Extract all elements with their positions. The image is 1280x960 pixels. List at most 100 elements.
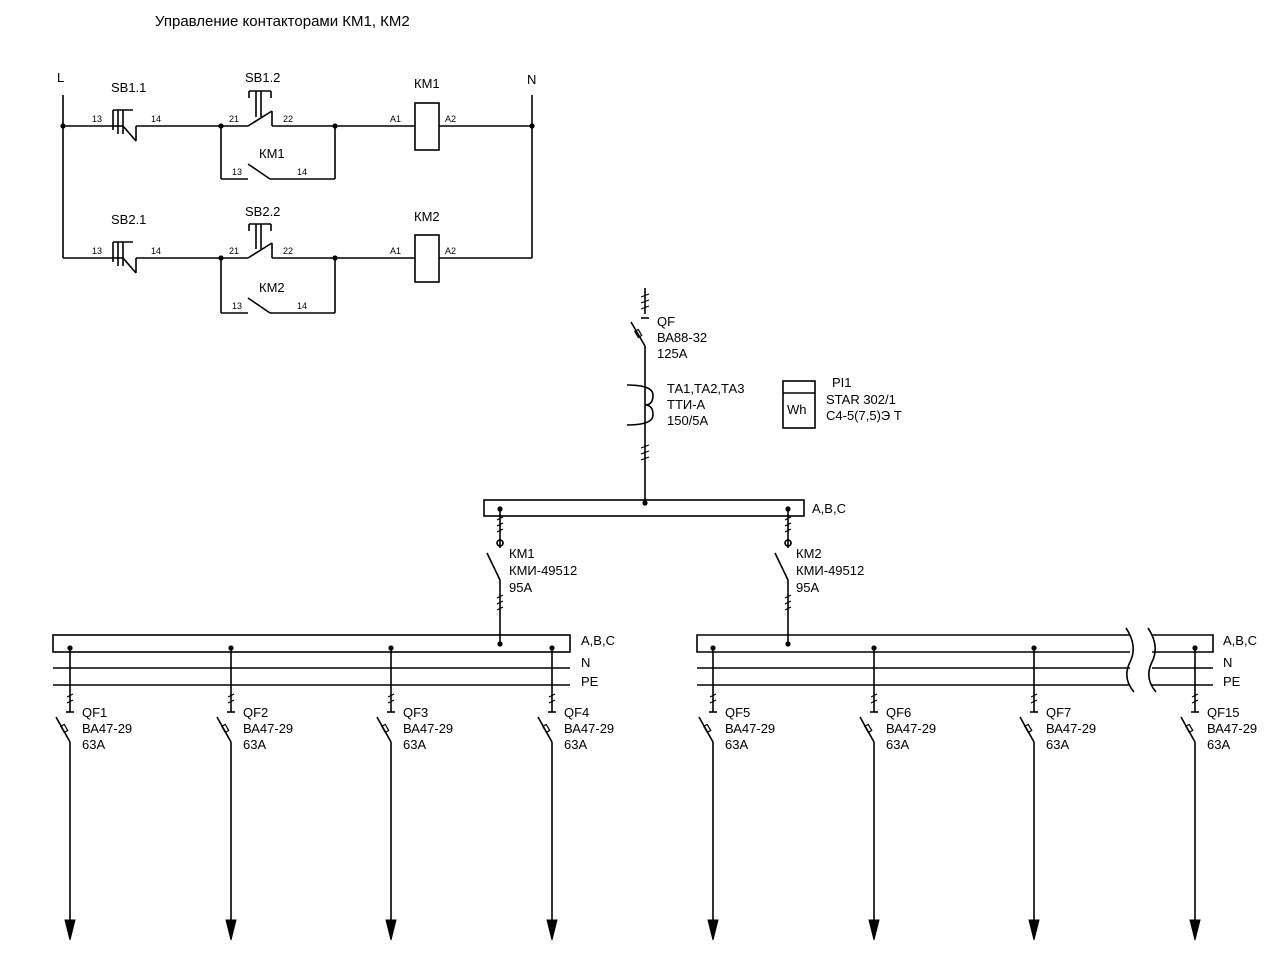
terminal-label: 14 bbox=[151, 114, 161, 124]
outgoing-feeders: QF1ВА47-2963АQF2ВА47-2963АQF3ВА47-2963АQ… bbox=[55, 645, 1257, 941]
stop-button-sb1-2: SB1.2 21 22 bbox=[221, 70, 335, 127]
breaker-name: QF2 bbox=[243, 705, 268, 720]
breaker-model: ВА47-29 bbox=[725, 721, 775, 736]
junction-dot bbox=[785, 641, 791, 647]
current-transformer: ТА1,ТА2,ТА3 ТТИ-А 150/5А bbox=[626, 381, 744, 500]
contact-blade bbox=[247, 242, 273, 259]
phase-bus-label: A,B,C bbox=[1223, 633, 1257, 648]
breaker-rating: 63А bbox=[886, 737, 909, 752]
terminal-mark bbox=[496, 516, 504, 533]
ct-rating: 150/5А bbox=[667, 413, 709, 428]
breaker-rating: 63А bbox=[243, 737, 266, 752]
contact-blade bbox=[122, 125, 137, 142]
terminal-label: 21 bbox=[229, 114, 239, 124]
contact-blade bbox=[247, 163, 271, 180]
terminal-label: 13 bbox=[232, 301, 242, 311]
arrow-down-icon bbox=[707, 919, 719, 941]
breaker-name: QF4 bbox=[564, 705, 589, 720]
terminal-mark bbox=[496, 594, 504, 611]
breaker-name: QF7 bbox=[1046, 705, 1071, 720]
energy-meter: Wh PI1 STAR 302/1 С4-5(7,5)Э Т bbox=[782, 375, 902, 429]
terminal-mark bbox=[1030, 693, 1038, 704]
terminal-label: А2 bbox=[445, 246, 456, 256]
meter-symbol: Wh bbox=[787, 402, 807, 417]
n-bus-label: N bbox=[581, 655, 590, 670]
meter-spec: С4-5(7,5)Э Т bbox=[826, 408, 902, 423]
terminal-label: А2 bbox=[445, 114, 456, 124]
junction-dot bbox=[642, 500, 648, 506]
phase-busbar bbox=[696, 634, 1130, 653]
breaker-rating: 63А bbox=[725, 737, 748, 752]
control-row-1: SB1.1 13 14 SB1.2 bbox=[60, 70, 535, 180]
breaker-trip-mark bbox=[863, 723, 873, 734]
terminal-label: 14 bbox=[151, 246, 161, 256]
breaker-name: QF bbox=[657, 314, 675, 329]
terminal-label: 13 bbox=[232, 167, 242, 177]
breaker-blade bbox=[630, 321, 646, 347]
breaker-model: ВА47-29 bbox=[403, 721, 453, 736]
pe-bus-label: PE bbox=[1223, 674, 1241, 689]
contact-arc bbox=[784, 539, 792, 547]
arrow-down-icon bbox=[225, 919, 237, 941]
stop-button-sb2-2: SB2.2 21 22 bbox=[221, 204, 335, 259]
control-row-2: SB2.1 13 14 SB2.2 bbox=[63, 204, 532, 314]
terminal-label: 22 bbox=[283, 114, 293, 124]
ct-model: ТТИ-А bbox=[667, 397, 706, 412]
contactor-km1: КМ1 КМИ-49512 95А bbox=[486, 506, 577, 647]
terminal-mark bbox=[709, 693, 717, 704]
break-mark bbox=[1147, 627, 1157, 693]
contactor-model: КМИ-49512 bbox=[796, 563, 864, 578]
breaker-model: ВА47-29 bbox=[243, 721, 293, 736]
breaker-rating: 125А bbox=[657, 346, 688, 361]
contactor-rating: 95А bbox=[796, 580, 819, 595]
aux-contact-label: КМ2 bbox=[259, 280, 285, 295]
contactor-km2: КМ2 КМИ-49512 95А bbox=[774, 506, 864, 647]
breaker-rating: 63А bbox=[82, 737, 105, 752]
meter-body bbox=[782, 380, 816, 429]
arrow-down-icon bbox=[1189, 919, 1201, 941]
aux-contact-label: КМ1 bbox=[259, 146, 285, 161]
section-1-busbars: A,B,C N PE bbox=[52, 633, 615, 689]
breaker-trip-mark bbox=[380, 723, 390, 734]
breaker-name: QF5 bbox=[725, 705, 750, 720]
breaker-model: ВА47-29 bbox=[564, 721, 614, 736]
arrow-down-icon bbox=[546, 919, 558, 941]
coil-label: КМ2 bbox=[414, 209, 440, 224]
start-button-sb1-1: SB1.1 13 14 bbox=[92, 80, 161, 142]
breaker-trip-mark bbox=[702, 723, 712, 734]
contact-blade bbox=[774, 552, 789, 581]
contact-blade bbox=[122, 257, 137, 274]
terminal-mark bbox=[870, 693, 878, 704]
breaker-trip-mark bbox=[633, 328, 643, 339]
phase-busbar bbox=[52, 634, 571, 653]
breaker-model: ВА47-29 bbox=[1207, 721, 1257, 736]
contactor-model: КМИ-49512 bbox=[509, 563, 577, 578]
breaker-name: QF6 bbox=[886, 705, 911, 720]
ct-name: ТА1,ТА2,ТА3 bbox=[667, 381, 744, 396]
busbar-label: A,B,C bbox=[812, 501, 846, 516]
diagram-title: Управление контакторами КМ1, КМ2 bbox=[155, 13, 410, 30]
busbar bbox=[483, 499, 805, 517]
breaker-rating: 63А bbox=[564, 737, 587, 752]
holding-contact-km2: КМ2 13 14 bbox=[220, 258, 336, 314]
terminal-label: 13 bbox=[92, 246, 102, 256]
breaker-model: ВА88-32 bbox=[657, 330, 707, 345]
breaker-rating: 63А bbox=[1046, 737, 1069, 752]
breaker-model: ВА47-29 bbox=[1046, 721, 1096, 736]
terminal-mark bbox=[227, 693, 235, 704]
line-n-label: N bbox=[527, 72, 536, 87]
n-bus-label: N bbox=[1223, 655, 1232, 670]
arrow-down-icon bbox=[1028, 919, 1040, 941]
line-l-label: L bbox=[57, 70, 64, 85]
button-label: SB2.2 bbox=[245, 204, 280, 219]
button-label: SB1.2 bbox=[245, 70, 280, 85]
contact-arc bbox=[496, 539, 504, 547]
breaker-name: QF15 bbox=[1207, 705, 1240, 720]
